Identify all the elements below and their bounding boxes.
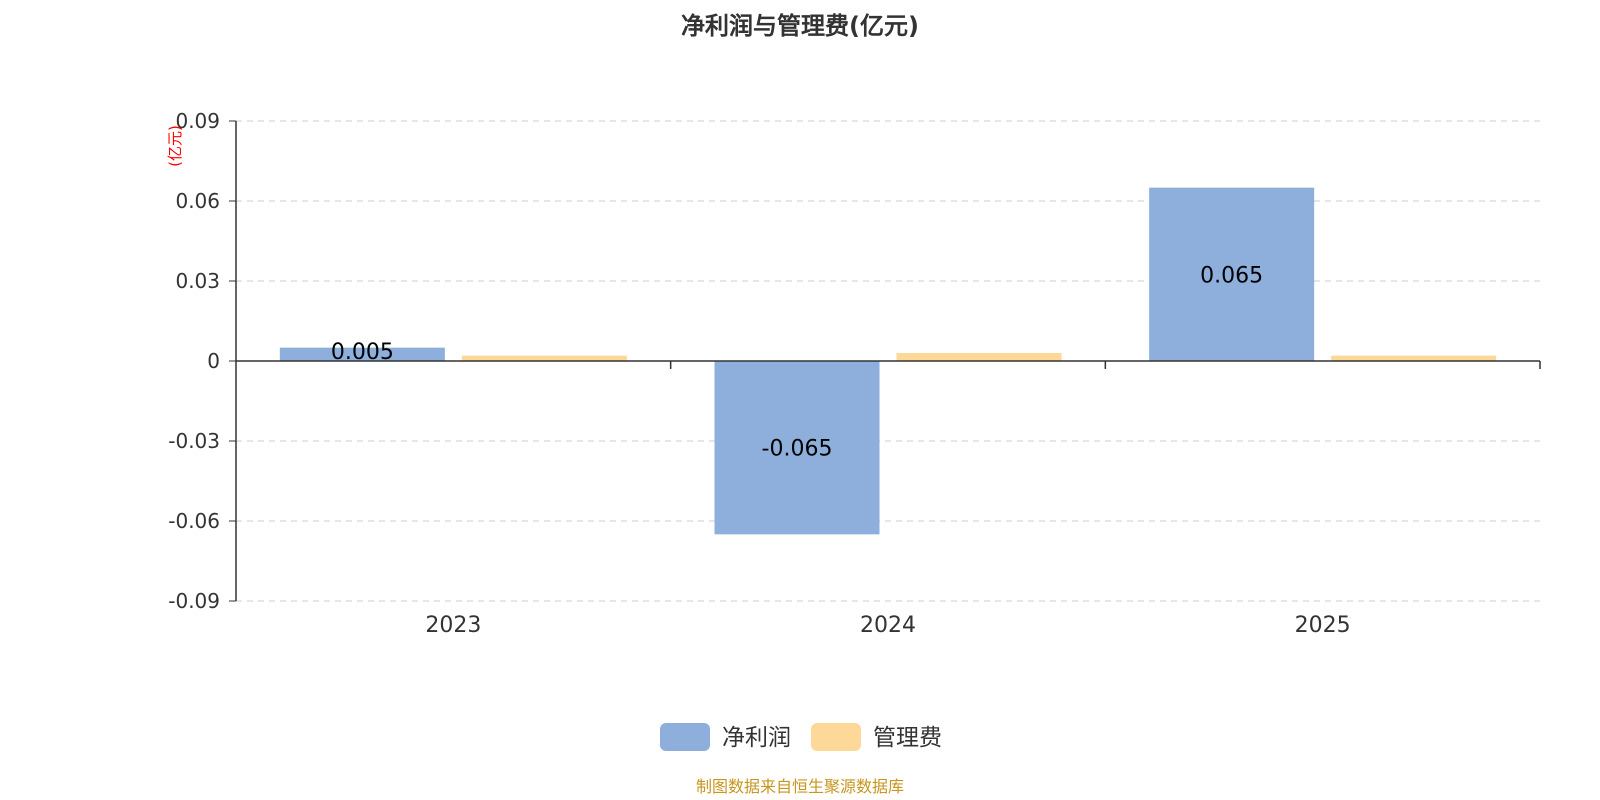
- legend-swatch: [811, 723, 861, 751]
- footer-source: 制图数据来自恒生聚源数据库: [696, 777, 904, 796]
- bar: [279, 347, 445, 361]
- legend-swatch: [660, 723, 710, 751]
- data-label: -0.065: [762, 437, 833, 462]
- x-tick-label: 2023: [425, 613, 481, 638]
- y-tick-label: 0.06: [175, 189, 220, 213]
- legend-item: 管理费: [811, 723, 942, 751]
- data-label: 0.065: [1200, 263, 1263, 288]
- x-tick-label: 2025: [1295, 613, 1351, 638]
- bar: [1331, 355, 1497, 361]
- bar: [896, 353, 1062, 361]
- legend-item: 净利润: [660, 723, 791, 751]
- y-tick-label: -0.06: [168, 509, 220, 533]
- legend-label: 净利润: [722, 725, 791, 751]
- y-tick-label: -0.03: [168, 429, 220, 453]
- legend: 净利润 管理费: [660, 723, 942, 751]
- y-tick-label: 0.03: [175, 269, 220, 293]
- grid-lines: [236, 120, 1540, 602]
- bars: [279, 187, 1497, 535]
- y-tick-label: 0.09: [175, 109, 220, 133]
- legend-label: 管理费: [873, 725, 942, 751]
- y-axis-label: (亿元): [166, 125, 184, 167]
- chart-title: 净利润与管理费(亿元): [681, 12, 919, 40]
- y-tick-label: -0.09: [168, 589, 220, 613]
- axes: 0.09 0.06 0.03 0 -0.03 -0.06 -0.09 2023 2024 2025: [168, 109, 1541, 638]
- y-tick-label: 0: [207, 349, 220, 373]
- x-tick-label: 2024: [860, 613, 916, 638]
- bar: [714, 361, 880, 535]
- bar: [1149, 187, 1315, 361]
- bar: [461, 355, 627, 361]
- data-label: 0.005: [331, 340, 394, 365]
- data-labels: 0.005 -0.065 0.065: [331, 263, 1263, 461]
